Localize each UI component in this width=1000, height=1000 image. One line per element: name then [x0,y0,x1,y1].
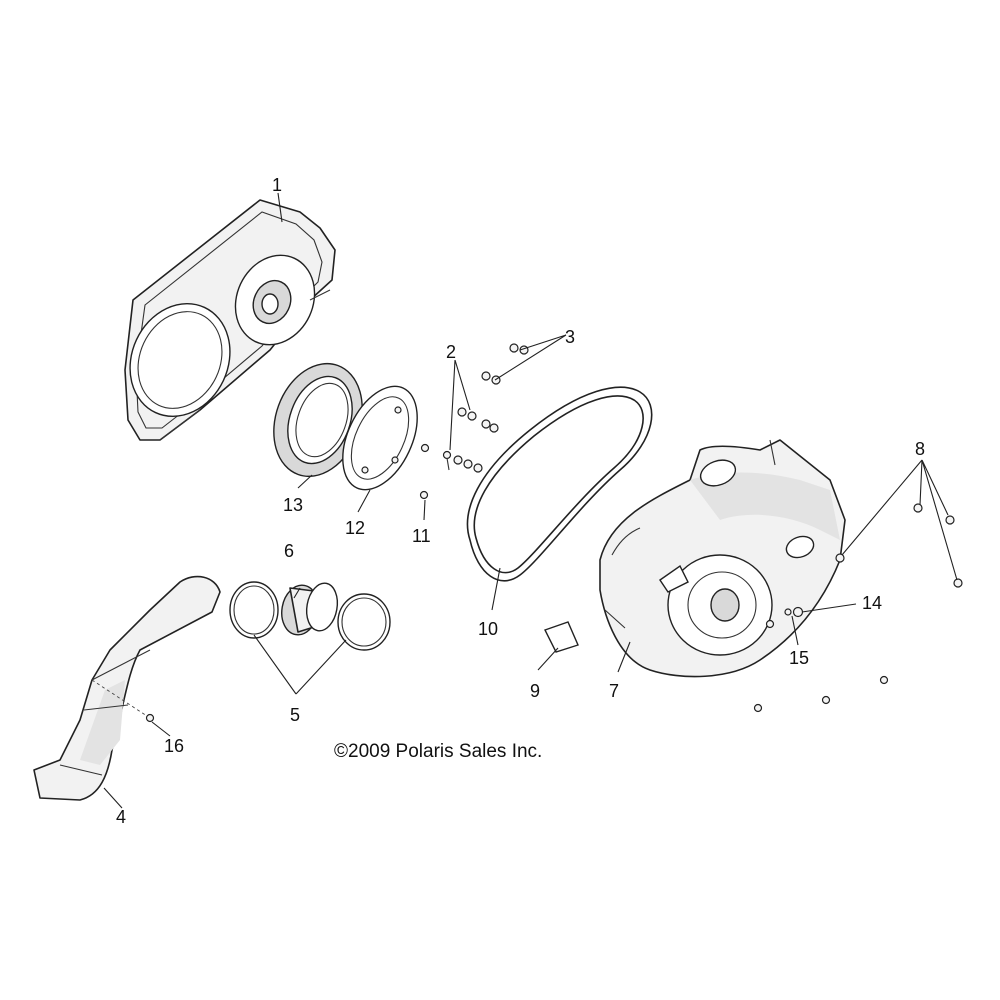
callout-16: 16 [164,736,184,756]
callout-2: 2 [446,342,456,362]
callout-7: 7 [609,681,619,701]
plate-12 [342,385,418,491]
callout-9: 9 [530,681,540,701]
bolts-washers-2-3 [453,343,529,473]
callout-3: 3 [565,327,575,347]
copyright-notice: ©2009 Polaris Sales Inc. [334,741,542,762]
screw-16 [145,713,155,723]
decal-9 [544,621,579,653]
callout-6: 6 [284,541,294,561]
callout-13: 13 [283,495,303,515]
callout-1: 1 [272,175,282,195]
callout-5: 5 [290,705,300,725]
drive-belt-10 [466,386,653,582]
leader-lines [103,192,958,809]
callout-15: 15 [789,648,809,668]
screws-11 [419,443,452,500]
duct-coupler-6 [281,582,339,636]
callout-14: 14 [862,593,882,613]
bolts-14-15 [753,606,889,713]
outer-clutch-cover [599,439,846,678]
callout-8: 8 [915,439,925,459]
inner-clutch-cover [124,199,336,441]
air-intake-duct-4 [33,575,221,801]
seal-13 [273,362,363,478]
bolts-8 [835,503,963,588]
callout-12: 12 [345,518,365,538]
clamps-5 [229,581,391,651]
callout-11: 11 [412,526,431,546]
callout-labels: 1 2 3 4 5 6 7 8 9 10 11 12 13 14 15 16 ©… [116,175,925,827]
callout-4: 4 [116,807,126,827]
callout-10: 10 [478,619,498,639]
